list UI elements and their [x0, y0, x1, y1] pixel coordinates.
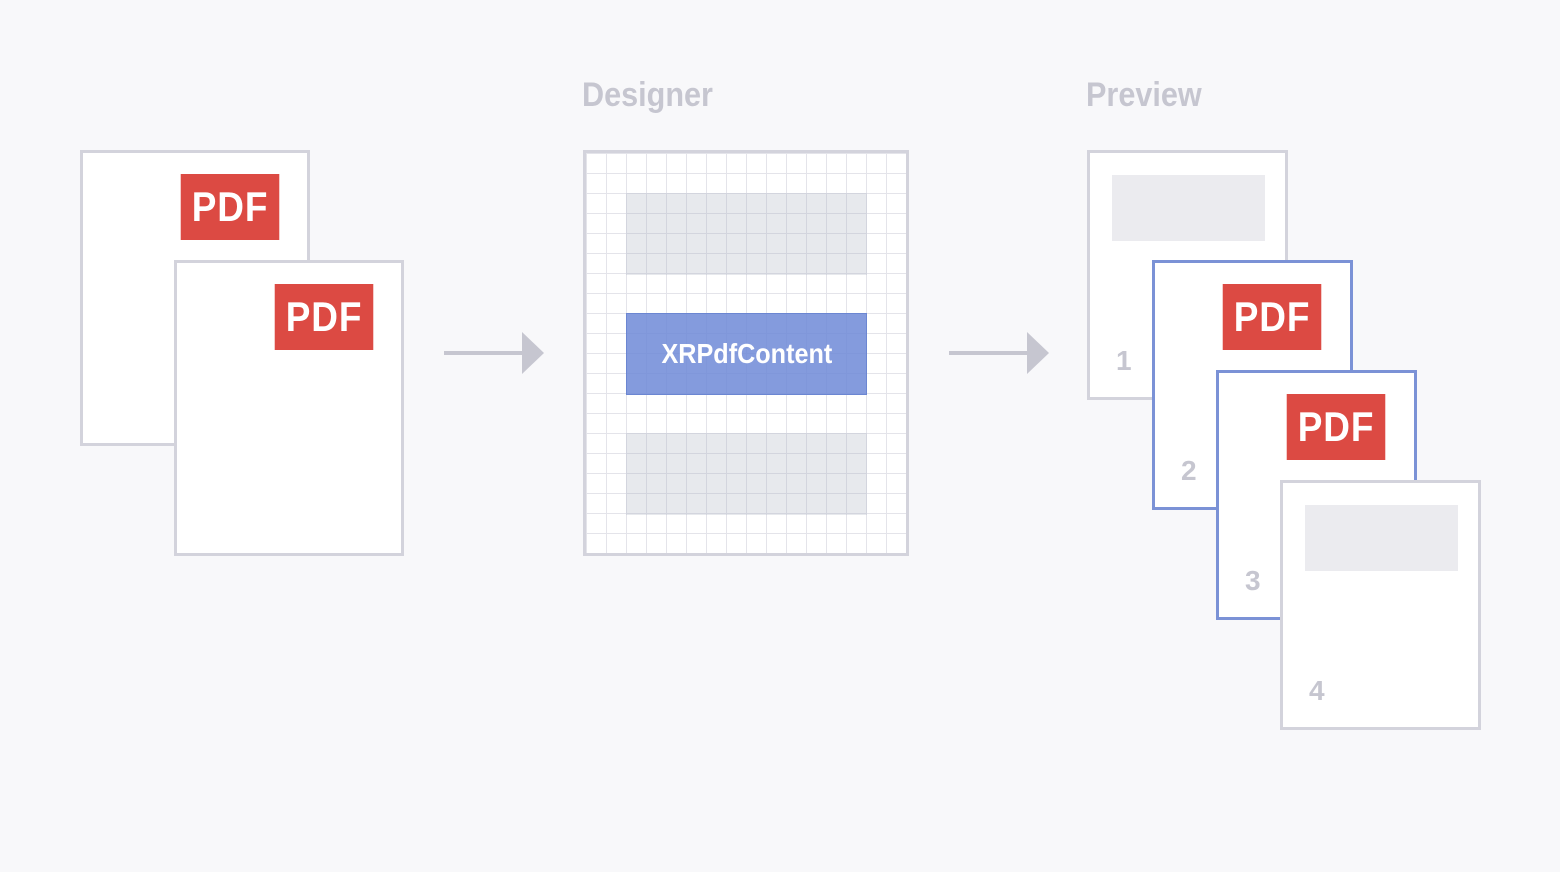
page-number: 4 — [1309, 675, 1325, 706]
page-number: 2 — [1181, 455, 1197, 486]
source-pdf-document-2: PDF — [174, 260, 404, 556]
content-placeholder — [1112, 175, 1265, 241]
designer-report-surface[interactable]: XRPdfContent — [583, 150, 909, 556]
arrow-right-icon — [444, 332, 544, 374]
page-number: 1 — [1116, 345, 1132, 376]
pdf-badge: PDF — [274, 284, 374, 350]
arrow-right-icon — [949, 332, 1049, 374]
report-band-bottom — [626, 433, 867, 515]
report-band-top — [626, 193, 867, 275]
designer-title: Designer — [582, 76, 713, 114]
pdf-badge: PDF — [180, 174, 280, 240]
preview-title: Preview — [1086, 76, 1202, 114]
pdf-badge: PDF — [1222, 284, 1322, 350]
pdf-badge: PDF — [1286, 394, 1386, 460]
preview-page-4: 4 — [1280, 480, 1481, 730]
content-placeholder — [1305, 505, 1458, 571]
page-number: 3 — [1245, 565, 1261, 596]
xrpdfcontent-label: XRPdfContent — [661, 338, 832, 369]
xrpdfcontent-control[interactable]: XRPdfContent — [626, 313, 867, 395]
